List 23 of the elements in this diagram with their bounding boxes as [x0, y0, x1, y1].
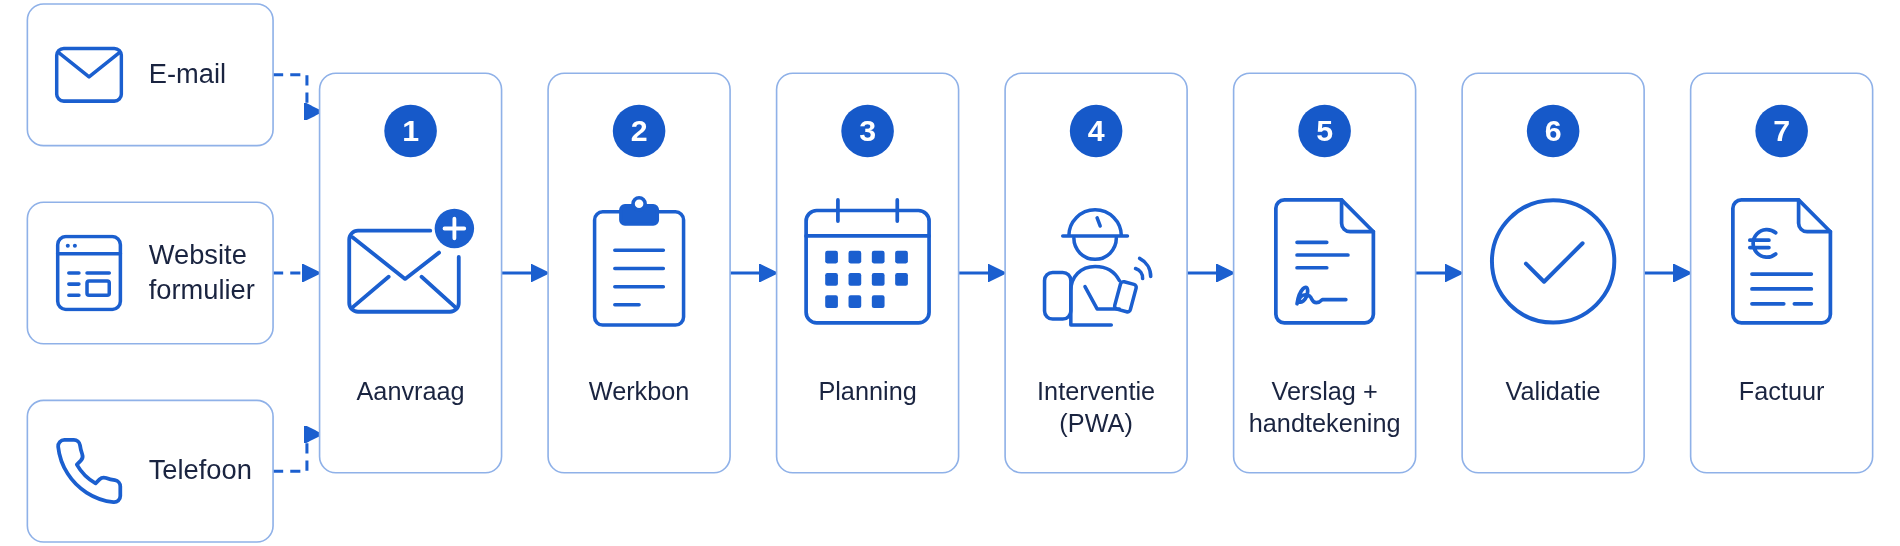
step-label: Werkbon [587, 375, 691, 407]
step-label: Factuur [1737, 375, 1826, 407]
step-label: Interventie (PWA) [1036, 375, 1157, 440]
node-box [1689, 72, 1874, 474]
arrow [1415, 263, 1463, 283]
step-label: Aanvraag [355, 375, 466, 407]
node-box [26, 3, 274, 147]
node-box [26, 399, 274, 543]
node-box [318, 72, 503, 474]
node-box [1232, 72, 1417, 474]
source-label: E-mail [148, 58, 228, 92]
arrow [958, 263, 1006, 283]
node-box [1461, 72, 1645, 474]
step-label: Validatie [1504, 375, 1602, 407]
source-label: Telefoon [148, 454, 253, 488]
step-label: Verslag + handtekening [1247, 375, 1402, 440]
step-label: Planning [817, 375, 918, 407]
node-box [775, 72, 960, 474]
node-box [547, 72, 731, 474]
node-box [1004, 72, 1188, 474]
node-box [26, 201, 274, 345]
source-label: Website formulier [148, 238, 256, 308]
arrow [501, 263, 549, 283]
